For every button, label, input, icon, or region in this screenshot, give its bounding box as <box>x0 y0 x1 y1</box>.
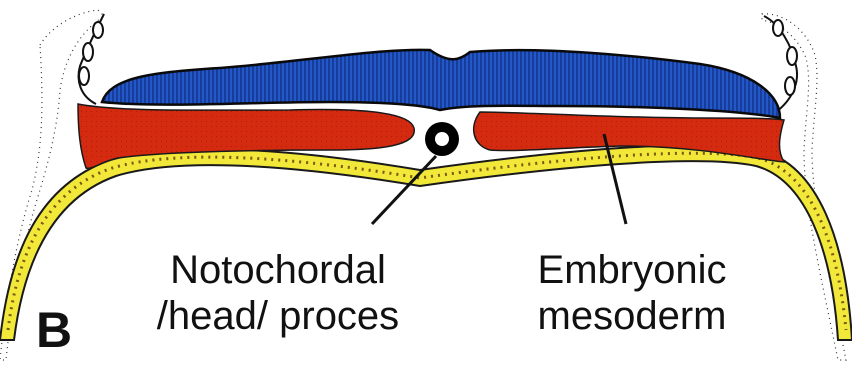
label-mesoderm-line1: Embryonic <box>492 247 772 293</box>
panel-letter: B <box>36 300 72 360</box>
amnion-cell <box>79 67 89 85</box>
label-mesoderm-line2: mesoderm <box>492 293 772 339</box>
amnion-cell <box>787 47 797 65</box>
amnion-cell <box>773 20 783 36</box>
label-notochordal-line2: /head/ proces <box>128 293 428 339</box>
amnion-cell <box>93 22 103 38</box>
notochord-lumen <box>435 132 449 146</box>
label-notochordal-process: Notochordal /head/ proces <box>128 247 428 339</box>
amnion-cell <box>785 77 795 95</box>
amnion-cell <box>83 43 93 61</box>
label-notochordal-line1: Notochordal <box>128 247 428 293</box>
ectoderm-layer <box>102 50 780 118</box>
label-embryonic-mesoderm: Embryonic mesoderm <box>492 247 772 339</box>
